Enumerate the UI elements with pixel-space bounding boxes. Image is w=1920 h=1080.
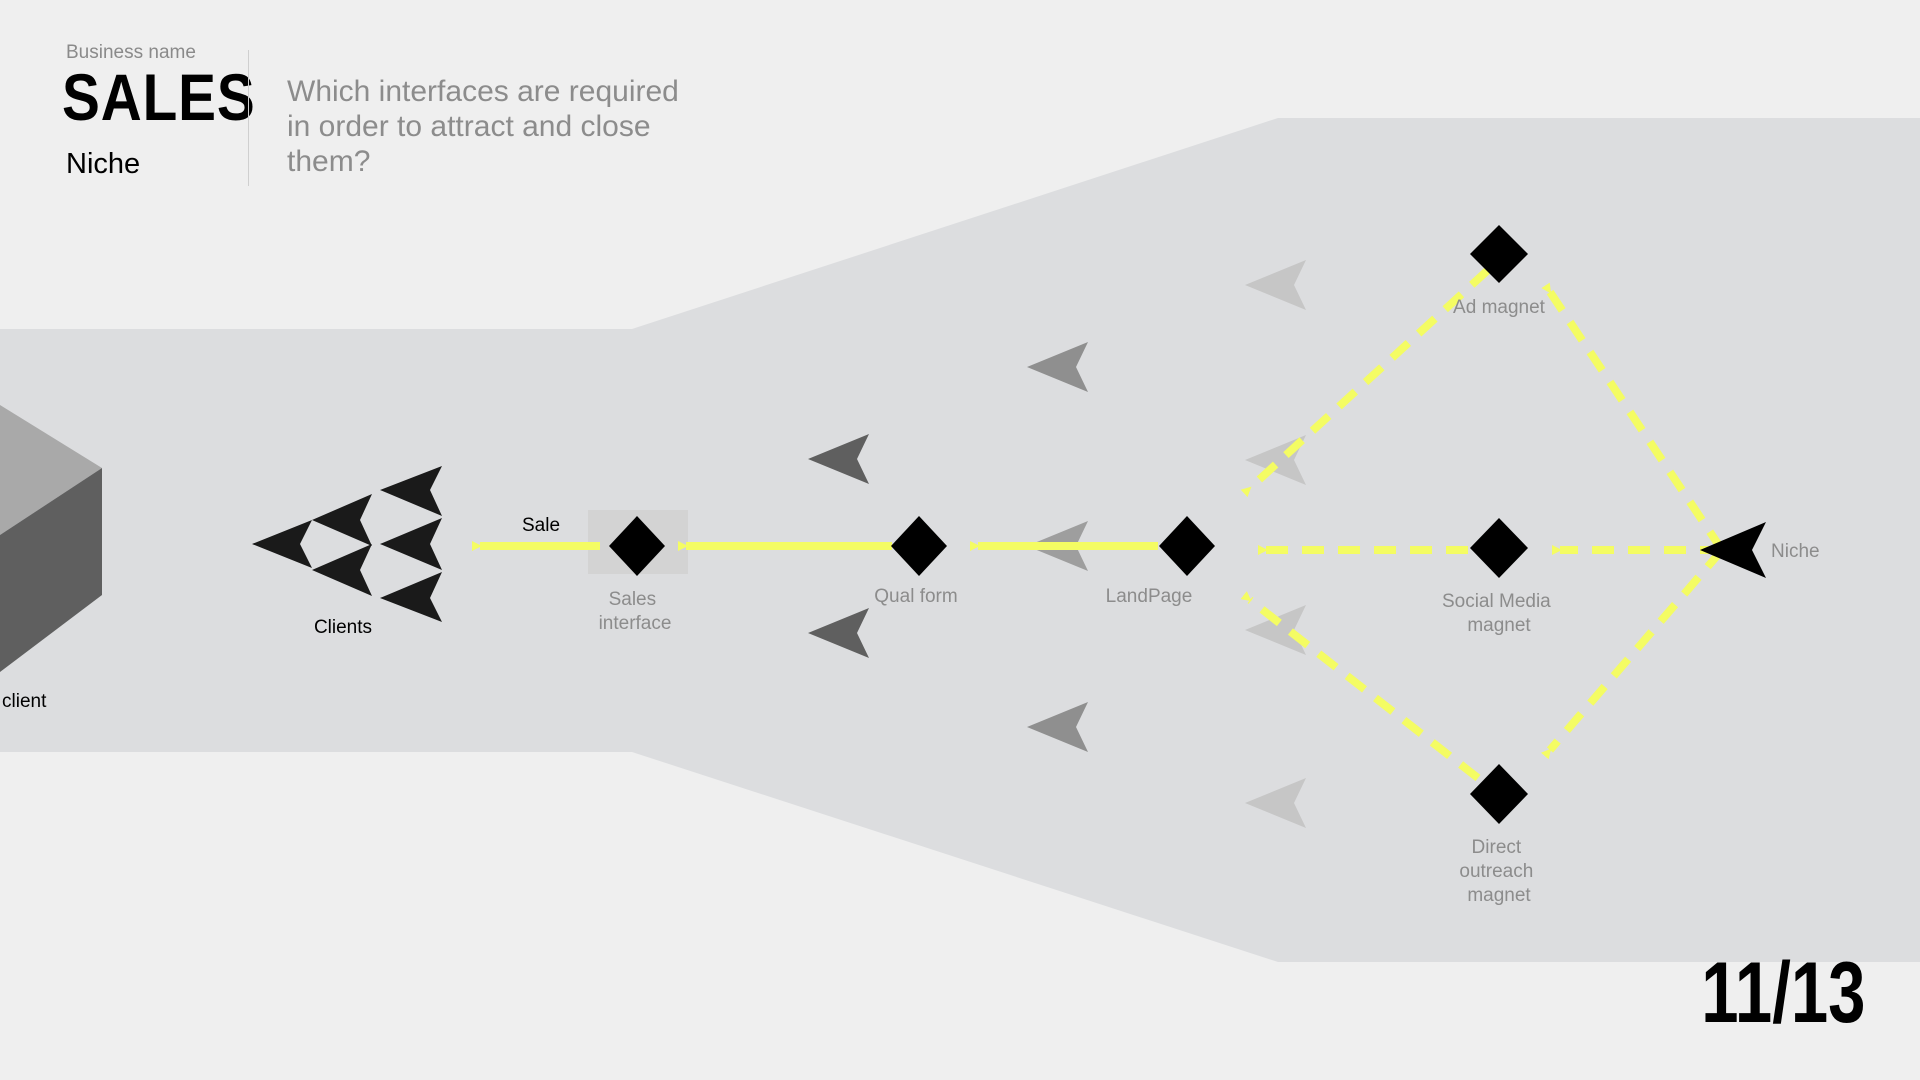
page-title: SALES [62, 60, 256, 134]
ad-magnet-label: Ad magnet [1453, 297, 1546, 318]
landpage-label: LandPage [1106, 586, 1193, 607]
clients-flock-icon [252, 466, 442, 622]
client-label: client [2, 691, 47, 712]
niche-node-label: Niche [1771, 541, 1820, 562]
social-media-magnet-node [1470, 518, 1528, 578]
clients-label: Clients [314, 617, 372, 638]
landpage-node [1159, 516, 1215, 576]
qual-form-node [891, 516, 947, 576]
header-question: Which interfaces are required in order t… [287, 75, 679, 178]
sales-interface-label: Sales interface [599, 589, 672, 634]
slide-header: Business name SALES Niche Which interfac… [0, 0, 700, 200]
qual-form-label: Qual form [874, 586, 957, 607]
header-divider [248, 50, 249, 186]
page-subtitle: Niche [66, 148, 141, 180]
niche-arrow-icon [1700, 522, 1766, 578]
page-number: 11/13 [1700, 945, 1865, 1041]
dashed-flow-arrows [1240, 267, 1726, 782]
sales-interface-node [609, 516, 665, 576]
ad-magnet-node [1470, 225, 1528, 283]
direct-outreach-magnet-label: Direct outreach magnet [1459, 837, 1538, 906]
node-diamonds [609, 225, 1528, 824]
direct-outreach-magnet-node [1470, 764, 1528, 824]
client-cube-icon [0, 405, 102, 672]
sale-label: Sale [522, 515, 560, 536]
business-name-label: Business name [66, 42, 196, 63]
social-media-magnet-label: Social Media magnet [1442, 591, 1556, 636]
